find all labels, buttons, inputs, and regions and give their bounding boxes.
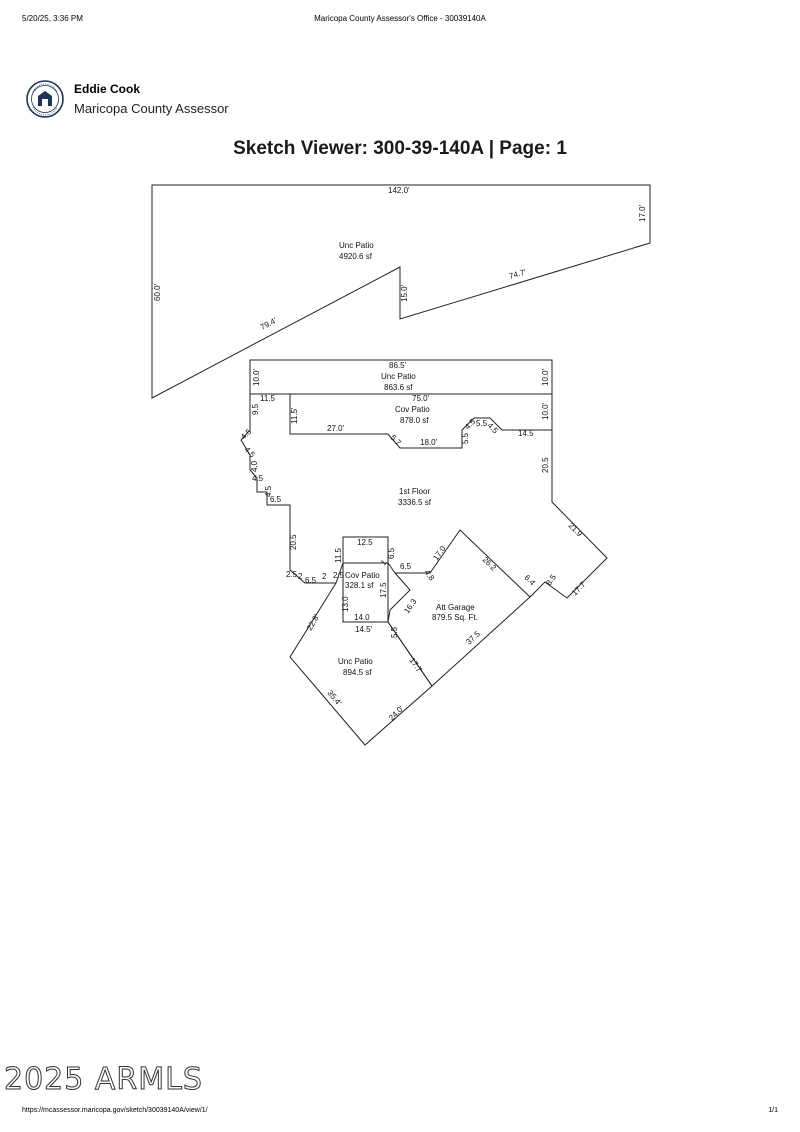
print-page-number: 1/1 <box>768 1107 778 1114</box>
assessor-name: Eddie Cook <box>74 82 141 96</box>
dimension-label: 11.5 <box>260 394 276 403</box>
first-floor-outline <box>240 394 608 599</box>
dimension-label: 17.0' <box>638 204 647 222</box>
dimension-label: 5.5 <box>476 419 488 428</box>
dimension-label: 2.5 <box>286 570 298 579</box>
area-label: Cov Patio <box>345 571 380 580</box>
dimension-label: 4.5 <box>486 421 501 436</box>
area-label: Unc Patio <box>338 657 373 666</box>
dimension-label: 17.0 <box>431 544 448 562</box>
dimension-label: 142.0' <box>388 186 410 195</box>
area-label: Unc Patio <box>339 241 374 250</box>
dimension-label: 86.5' <box>389 361 407 370</box>
dimension-label: 6.5 <box>305 576 317 585</box>
print-page-title: Maricopa County Assessor's Office - 3003… <box>314 14 486 23</box>
dimension-label: 16.3 <box>402 597 419 615</box>
print-footer-url: https://mcassessor.maricopa.gov/sketch/3… <box>22 1107 208 1114</box>
dimension-label: 13.0 <box>341 596 350 612</box>
unc-patio-top-outline <box>151 184 651 399</box>
dimension-label: 26.2 <box>481 555 499 573</box>
dimension-label: 17.7 <box>570 580 588 598</box>
cov-patio-back-outline <box>289 394 552 449</box>
unc-patio-strip-outline <box>249 359 553 395</box>
dimension-label: 2 <box>322 572 327 581</box>
area-size: 4920.6 sf <box>339 252 373 261</box>
unc-patio-front-outline <box>289 582 433 746</box>
att-garage-outline <box>387 572 531 687</box>
dimension-label: 6.5 <box>270 495 282 504</box>
dimension-label: 5.5 <box>461 432 470 444</box>
dimension-label: 5.5 <box>390 626 399 638</box>
dimension-label: 17.5 <box>379 582 388 598</box>
county-seal-icon <box>26 80 64 118</box>
dimension-label: 24.0' <box>387 704 406 723</box>
dimension-label: 6.5 <box>387 547 396 559</box>
area-size: 879.5 Sq. Ft. <box>432 613 478 622</box>
assessor-office: Maricopa County Assessor <box>74 101 229 116</box>
dimension-label: 35.4' <box>325 689 343 708</box>
page-title: Sketch Viewer: 300-39-140A | Page: 1 <box>233 138 567 159</box>
dimension-label: 79.4' <box>259 316 279 332</box>
dimension-label: 14.0 <box>354 613 370 622</box>
area-label: Att Garage <box>436 603 475 612</box>
dimension-label: 8.5 <box>544 572 558 587</box>
dimension-label: 18.0' <box>420 438 438 447</box>
dimension-label: 37.5 <box>464 629 482 646</box>
dimension-label: 10.0' <box>252 368 261 386</box>
dimension-label: 5.7 <box>389 433 404 448</box>
area-label: Unc Patio <box>381 372 416 381</box>
print-timestamp: 5/20/25, 3:36 PM <box>22 14 83 23</box>
dimension-label: 20.5 <box>289 534 298 550</box>
area-size: 863.6 sf <box>384 383 413 392</box>
dimension-label: 75.0' <box>412 394 430 403</box>
area-size: 878.0 sf <box>400 416 429 425</box>
dimension-label: 12.5 <box>357 538 373 547</box>
dimension-label: 2.5 <box>333 571 345 580</box>
dimension-label: 11.5 <box>334 547 343 563</box>
dimension-label: 2 <box>298 572 303 581</box>
dimension-label: 6.4 <box>523 573 538 588</box>
dimension-label: 20.5 <box>541 457 550 473</box>
property-sketch: Unc Patio 4920.6 sf Unc Patio 863.6 sf C… <box>151 184 651 746</box>
watermark: 2025 ARMLS <box>4 1062 203 1098</box>
dimension-label: 60.0' <box>153 283 162 301</box>
dimension-label: 21.9 <box>567 521 585 539</box>
dimension-label: 14.5' <box>355 625 373 634</box>
area-size: 3336.5 sf <box>398 498 432 507</box>
dimension-label: 22.8' <box>305 612 322 632</box>
dimension-label: 4.8 <box>422 568 436 583</box>
dimension-label: 1 <box>379 558 389 568</box>
dimension-label: 74.7' <box>508 267 527 280</box>
dimension-label: 10.0' <box>541 402 550 420</box>
dimension-label: 17.7 <box>407 656 424 674</box>
print-header: 5/20/25, 3:36 PM Maricopa County Assesso… <box>0 14 800 28</box>
dimension-label: 14.5 <box>518 429 534 438</box>
area-size: 894.5 sf <box>343 668 372 677</box>
dimension-label: 15.0' <box>400 284 409 302</box>
area-size: 328.1 sf <box>345 581 374 590</box>
dimension-label: 4.5 <box>252 474 264 483</box>
area-label: Cov Patio <box>395 405 430 414</box>
area-label: 1st Floor <box>399 487 430 496</box>
dimension-label: 9.5 <box>251 403 260 415</box>
dimension-label: 4.0 <box>250 460 259 472</box>
dimension-label: 27.0' <box>327 424 345 433</box>
dimension-label: 6.5 <box>400 562 412 571</box>
dimension-label: 10.0' <box>541 368 550 386</box>
dimension-label: 11.5' <box>290 407 299 424</box>
dimension-label: 4.5 <box>264 485 273 497</box>
